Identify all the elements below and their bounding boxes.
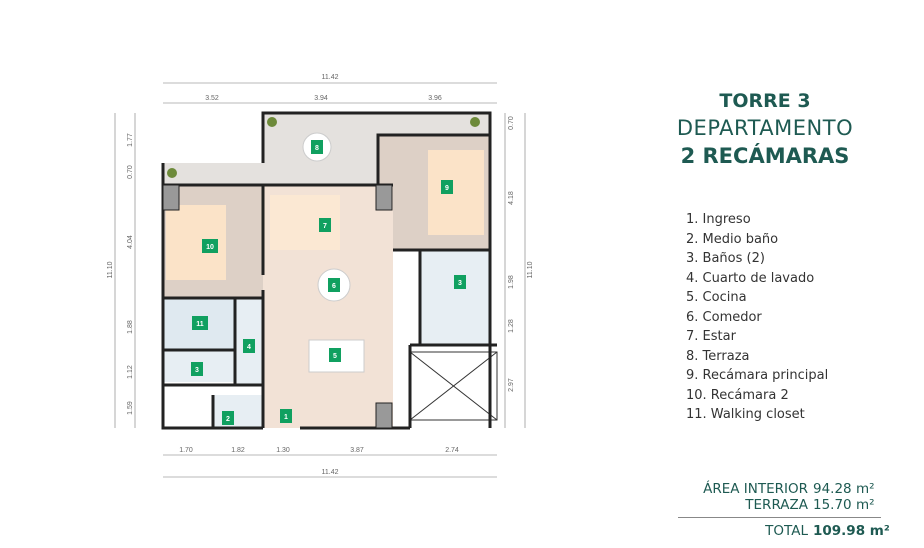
dim-left-total: 11.10 xyxy=(107,261,114,278)
bath-right-floor xyxy=(420,250,490,345)
interior-label: ÁREA INTERIOR xyxy=(703,481,808,497)
total-value: 109.98 m² xyxy=(813,523,890,539)
legend-item: 5. Cocina xyxy=(686,290,747,305)
dim-right: 4.18 xyxy=(508,191,515,205)
room-tag-3: 3 xyxy=(454,275,466,289)
svg-text:1: 1 xyxy=(284,414,288,421)
legend-item: 6. Comedor xyxy=(686,309,762,325)
room-tag-3: 3 xyxy=(191,362,203,376)
svg-text:7: 7 xyxy=(323,223,327,230)
svg-text:4: 4 xyxy=(247,344,251,351)
dim-right: 0.70 xyxy=(508,116,515,130)
column xyxy=(375,402,393,429)
total-label: TOTAL xyxy=(765,523,808,539)
divider xyxy=(678,517,881,518)
dim-top: 3.52 xyxy=(205,95,219,102)
room-tag-2: 2 xyxy=(222,411,234,425)
room-tag-10: 10 xyxy=(202,239,218,253)
dim-right: 1.28 xyxy=(508,319,515,333)
terrace-label: TERRAZA xyxy=(745,497,808,513)
dim-bottom: 1.70 xyxy=(179,447,193,454)
dim-bottom: 1.82 xyxy=(231,447,245,454)
column xyxy=(162,184,180,211)
room-tag-1: 1 xyxy=(280,409,292,423)
dim-left: 1.59 xyxy=(127,401,134,415)
dim-bottom: 3.87 xyxy=(350,447,364,454)
svg-text:9: 9 xyxy=(445,185,449,192)
dim-top: 3.94 xyxy=(314,95,328,102)
legend-item: 3. Baños (2) xyxy=(686,251,765,266)
room-tag-8: 8 xyxy=(302,132,332,162)
room-tag-4: 4 xyxy=(243,339,255,353)
dim-left: 4.04 xyxy=(127,235,134,249)
dim-top-total: 11.42 xyxy=(322,74,339,81)
unit-type: DEPARTAMENTO xyxy=(676,116,854,140)
area-summary: ÁREA INTERIOR 94.28 m² TERRAZA 15.70 m² TO… xyxy=(678,481,890,543)
tower-title: TORRE 3 xyxy=(719,90,811,112)
terrace-row: TERRAZA 15.70 m² xyxy=(678,497,883,513)
svg-text:8: 8 xyxy=(315,145,319,152)
svg-text:6: 6 xyxy=(332,283,336,290)
walls xyxy=(161,111,497,430)
dim-right: 2.97 xyxy=(508,378,515,392)
svg-text:10: 10 xyxy=(206,244,214,251)
dim-left: 1.12 xyxy=(127,365,134,379)
void xyxy=(409,351,498,421)
legend-item: 4. Cuarto de lavado xyxy=(686,270,815,286)
room-tag-9: 9 xyxy=(441,180,453,194)
legend-item: 1. Ingreso xyxy=(686,212,751,227)
room-tags: 1 2 3 3 4 5 6 7 8 9 10 11 xyxy=(191,132,466,425)
svg-text:5: 5 xyxy=(333,353,337,360)
dim-left: 1.88 xyxy=(127,320,134,334)
interior-row: ÁREA INTERIOR 94.28 m² xyxy=(678,481,883,497)
legend-item: 10. Recámara 2 xyxy=(686,387,789,403)
room-tag-11: 11 xyxy=(192,316,208,330)
svg-text:11: 11 xyxy=(196,321,204,328)
legend-item: 2. Medio baño xyxy=(686,231,779,247)
dim-left: 1.77 xyxy=(127,133,134,147)
room-legend: 1. Ingreso 2. Medio baño 3. Baños (2) 4.… xyxy=(686,210,828,425)
legend-item: 11. Walking closet xyxy=(686,407,805,422)
svg-text:2: 2 xyxy=(226,416,230,423)
dim-right-total: 11.10 xyxy=(527,261,534,278)
room-tag-5: 5 xyxy=(329,348,341,362)
column xyxy=(375,184,393,211)
dim-bottom: 2.74 xyxy=(445,447,459,454)
dim-top: 3.96 xyxy=(428,95,442,102)
total-row: TOTAL 109.98 m² xyxy=(678,523,890,539)
room-tag-6: 6 xyxy=(317,268,351,302)
dim-left: 0.70 xyxy=(127,165,134,179)
dim-right: 1.98 xyxy=(508,275,515,289)
dim-bottom-total: 11.42 xyxy=(322,469,339,476)
legend-item: 9. Recámara principal xyxy=(686,368,829,383)
legend-item: 7. Estar xyxy=(686,329,736,344)
half-bath-floor xyxy=(213,395,263,428)
svg-text:3: 3 xyxy=(458,280,462,287)
terrace-value: 15.70 m² xyxy=(813,497,875,513)
dim-bottom: 1.30 xyxy=(276,447,290,454)
dimension-lines xyxy=(114,82,526,478)
bedroom-count: 2 RECÁMARAS xyxy=(680,144,850,168)
room-tag-7: 7 xyxy=(319,218,331,232)
svg-text:3: 3 xyxy=(195,367,199,374)
interior-value: 94.28 m² xyxy=(813,481,875,497)
bed-9 xyxy=(428,150,484,235)
legend-item: 8. Terraza xyxy=(686,348,750,364)
